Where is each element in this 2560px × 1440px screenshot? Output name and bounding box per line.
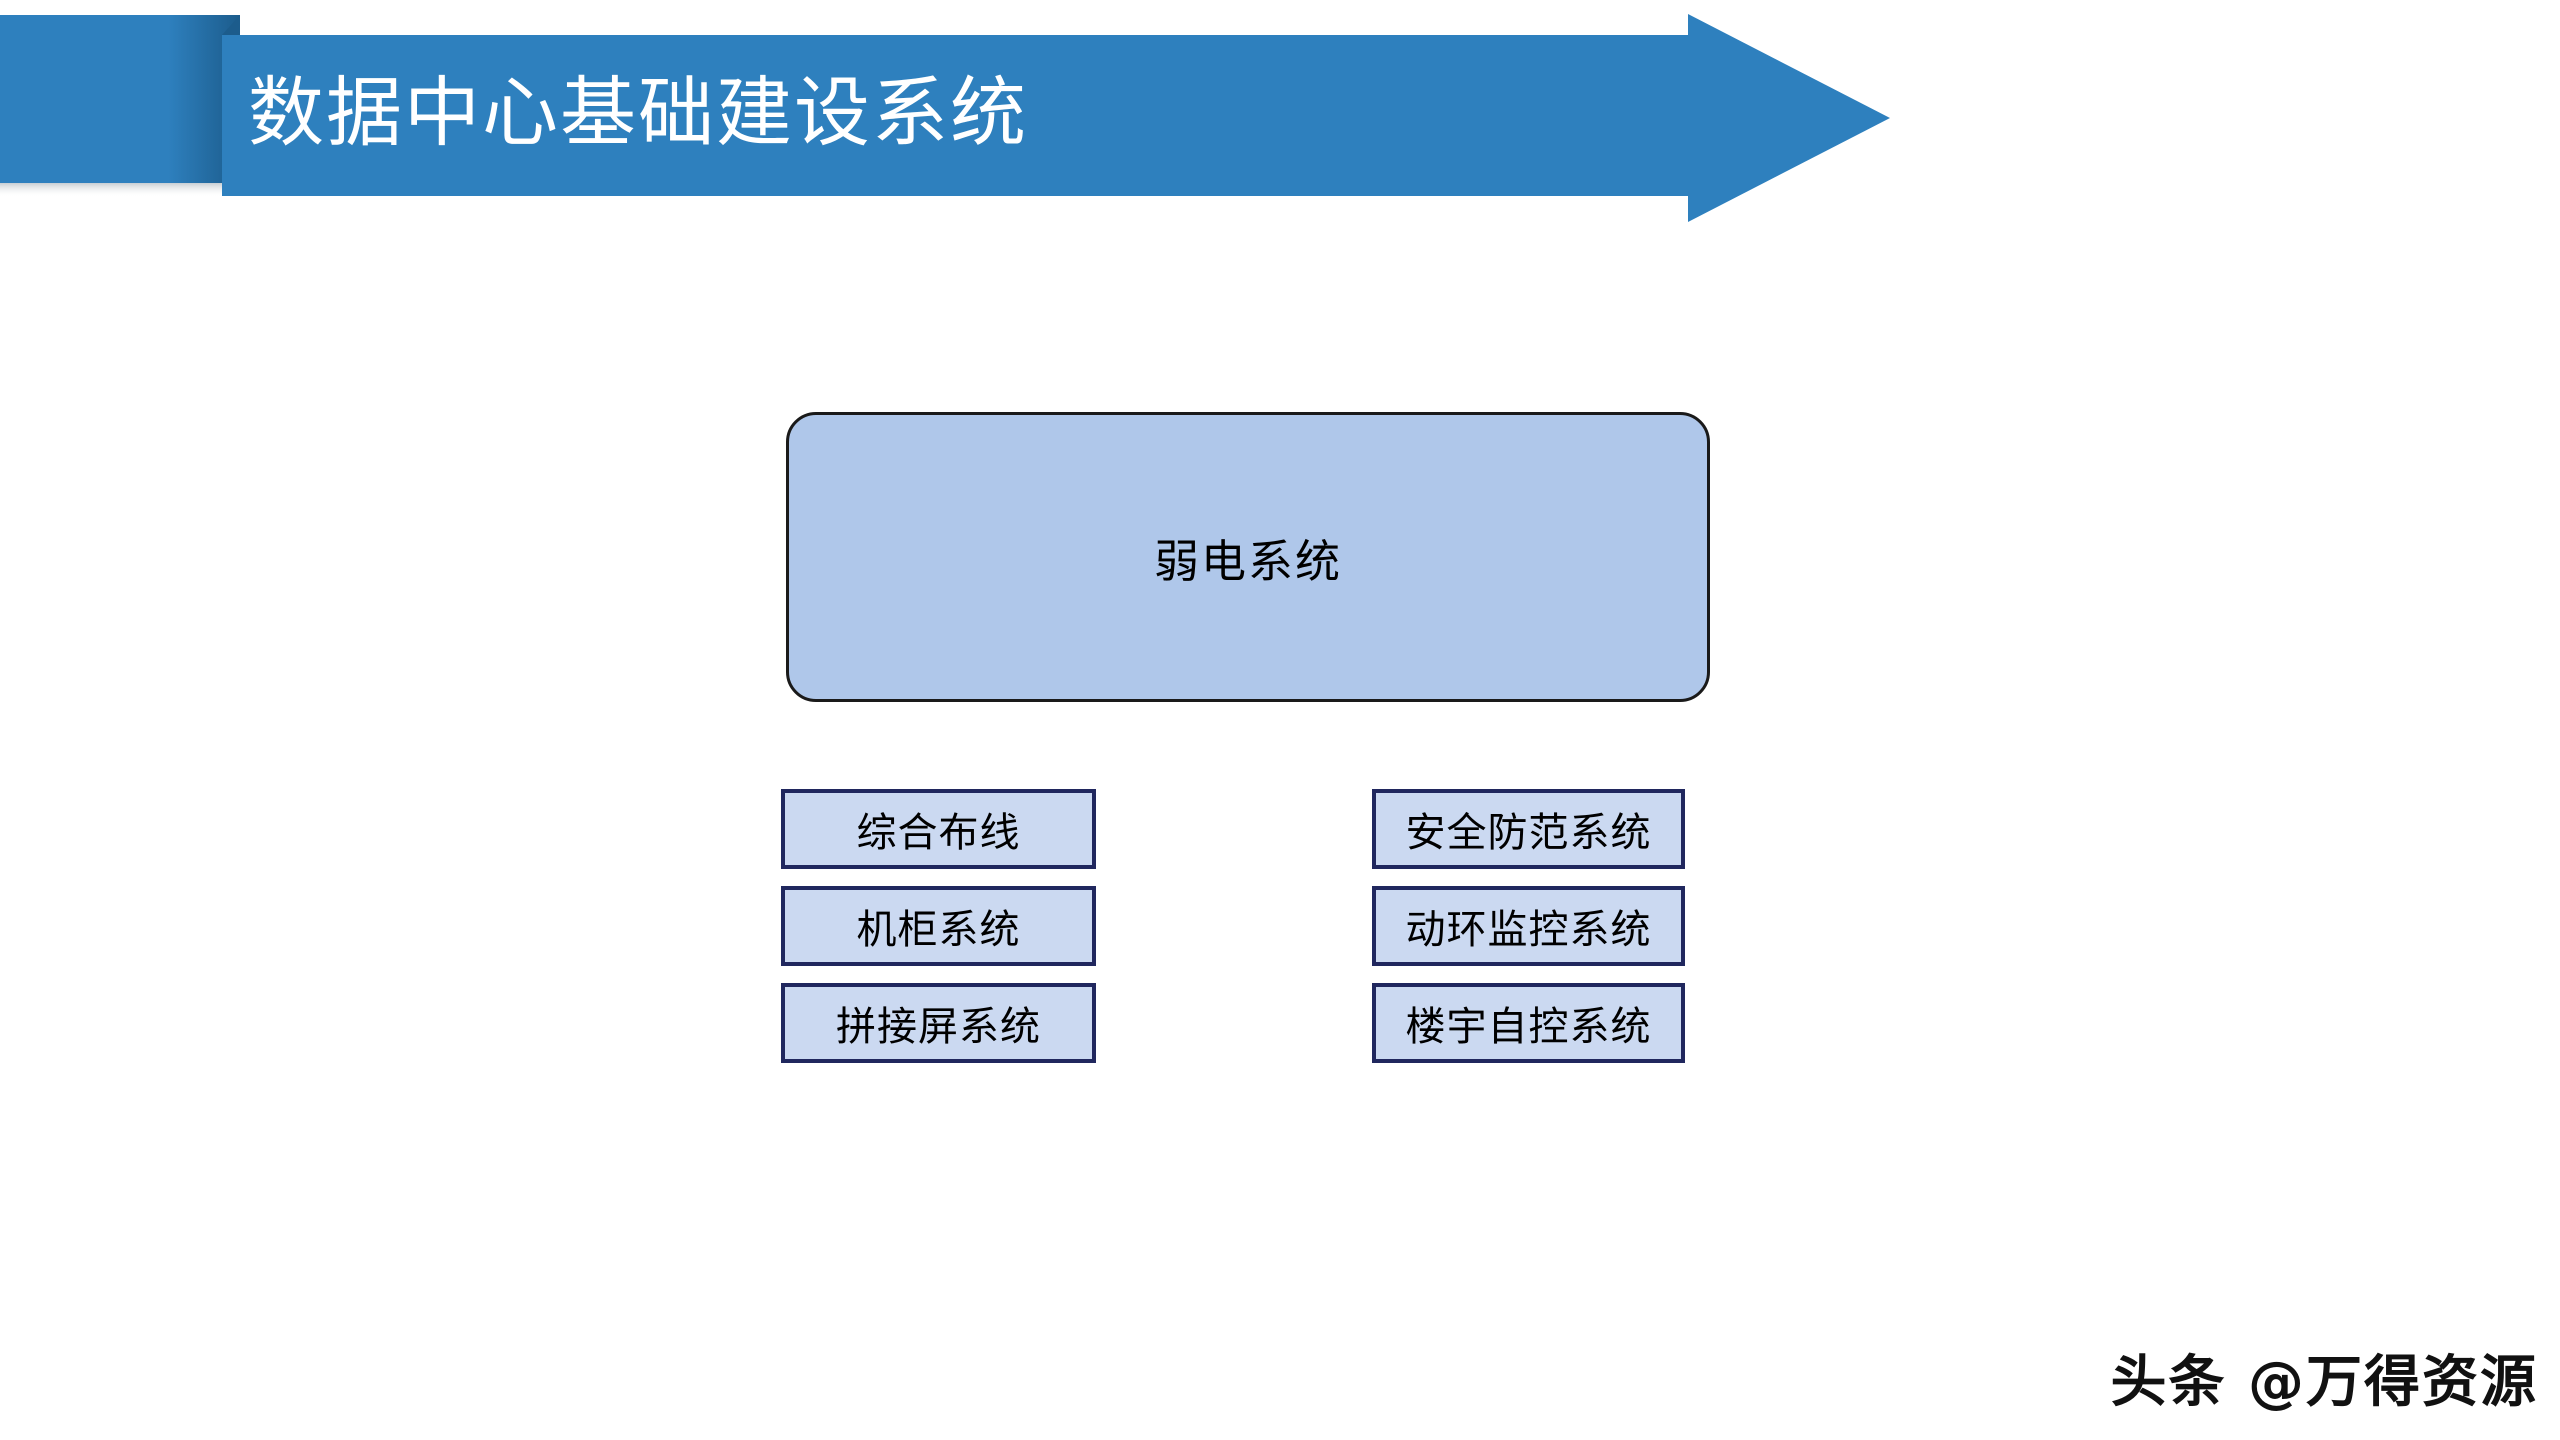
banner-left-tail	[0, 15, 240, 183]
title-banner: 数据中心基础建设系统	[0, 0, 1900, 240]
page-title: 数据中心基础建设系统	[248, 68, 1028, 157]
leaf-box-label: 综合布线	[856, 810, 1021, 856]
leaf-box-label: 机柜系统	[856, 907, 1021, 953]
banner-tail-shadow	[0, 183, 240, 197]
leaf-box-pinjiepingxitong[interactable]: 拼接屏系统	[781, 983, 1096, 1063]
leaf-box-anquanfangfanxitong[interactable]: 安全防范系统	[1372, 789, 1685, 869]
leaf-column-left: 综合布线 机柜系统 拼接屏系统	[781, 789, 1096, 1063]
banner-ribbon-arrow-shape	[0, 14, 1890, 222]
leaf-box-label: 楼宇自控系统	[1405, 1004, 1652, 1050]
leaf-box-label: 拼接屏系统	[836, 1004, 1041, 1050]
leaf-box-label: 动环监控系统	[1405, 907, 1652, 953]
leaf-box-jiguixitong[interactable]: 机柜系统	[781, 886, 1096, 966]
leaf-box-label: 安全防范系统	[1405, 810, 1652, 856]
leaf-box-zonghebuxian[interactable]: 综合布线	[781, 789, 1096, 869]
leaf-box-donghuanjiankongxitong[interactable]: 动环监控系统	[1372, 886, 1685, 966]
leaf-column-right: 安全防范系统 动环监控系统 楼宇自控系统	[1372, 789, 1685, 1063]
diagram-root-node-label: 弱电系统	[1153, 534, 1342, 588]
watermark: 头条 @万得资源	[2110, 1350, 2538, 1415]
diagram-root-node[interactable]: 弱电系统	[786, 412, 1710, 702]
leaf-box-louyuzikongxitong[interactable]: 楼宇自控系统	[1372, 983, 1685, 1063]
banner-arrow-head	[1688, 14, 1890, 222]
banner-body	[222, 35, 1688, 196]
